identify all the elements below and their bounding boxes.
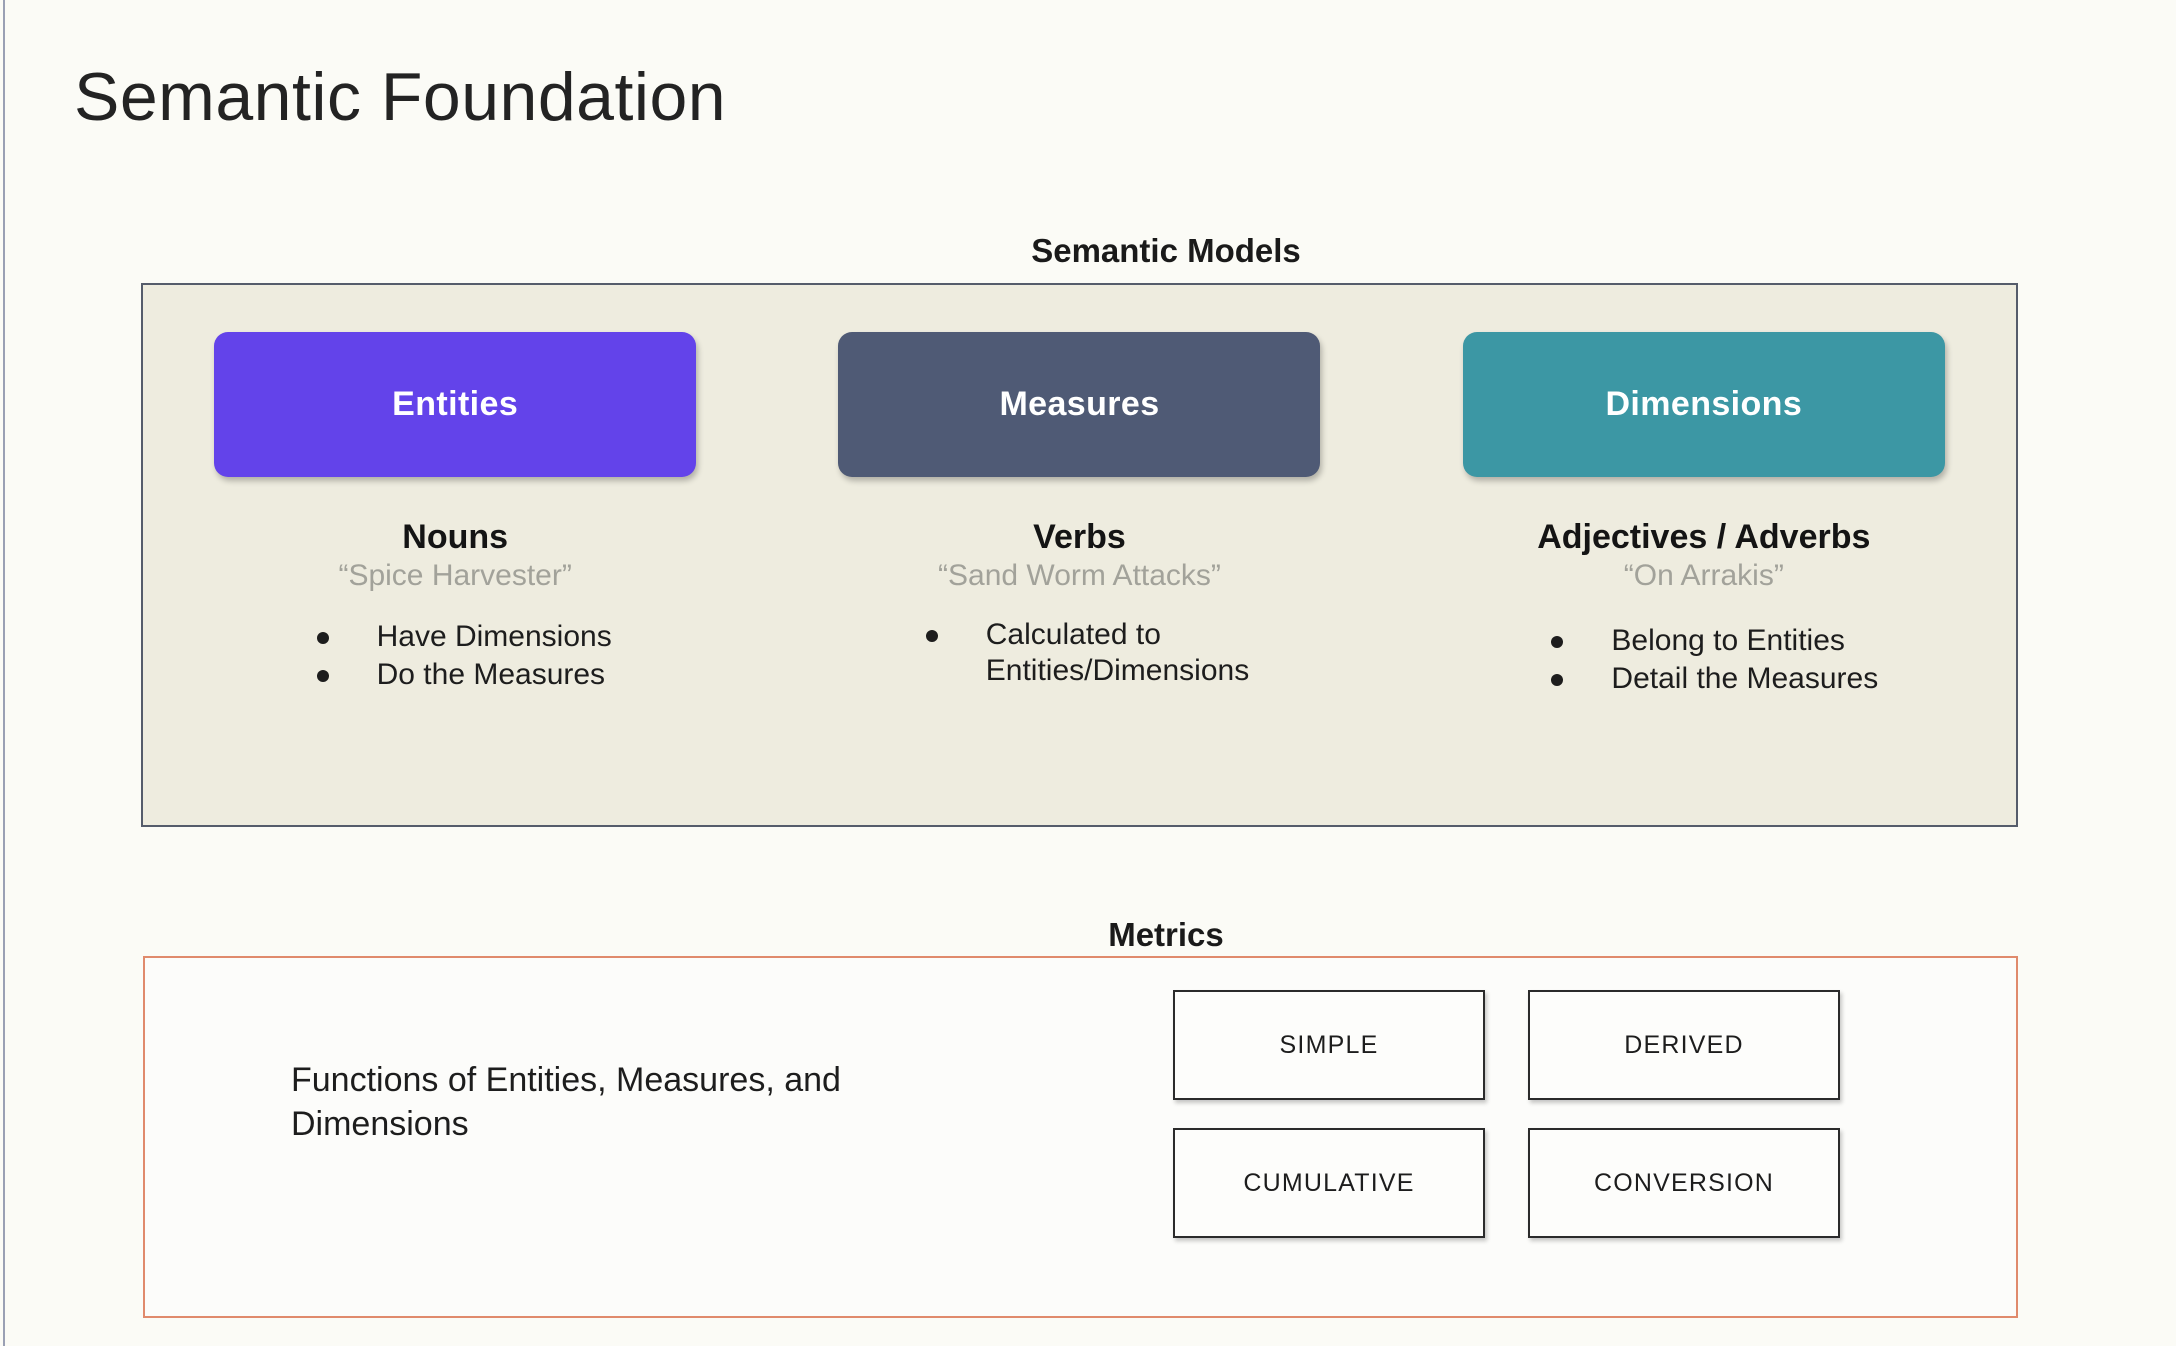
dimensions-bullet-list: Belong to Entities Detail the Measures [1539, 623, 1878, 699]
semantic-column-entities: Entities Nouns “Spice Harvester” Have Di… [143, 285, 767, 825]
dimensions-pill[interactable]: Dimensions [1462, 332, 1945, 477]
metric-type-derived[interactable]: DERIVED [1528, 990, 1840, 1100]
bullet-dot-icon [925, 630, 938, 643]
measures-pill-label: Measures [999, 385, 1160, 423]
dimensions-pill-label: Dimensions [1605, 385, 1803, 423]
metric-type-label: CUMULATIVE [1243, 1168, 1415, 1197]
metric-type-simple[interactable]: SIMPLE [1173, 990, 1485, 1100]
entities-bullet-list: Have Dimensions Do the Measures [305, 619, 612, 695]
entities-pill[interactable]: Entities [214, 332, 697, 477]
bullet-dot-icon [316, 670, 329, 683]
entities-part-of-speech: Nouns [402, 518, 509, 556]
list-item: Calculated to Entities/Dimensions [914, 617, 1249, 689]
list-item-label: Have Dimensions [376, 620, 612, 654]
semantic-models-panel: Entities Nouns “Spice Harvester” Have Di… [141, 283, 2018, 827]
list-item-label: Do the Measures [376, 658, 606, 692]
bullet-dot-icon [1551, 674, 1564, 687]
metric-type-label: SIMPLE [1279, 1030, 1379, 1059]
metrics-panel: Functions of Entities, Measures, and Dim… [143, 956, 2018, 1318]
list-item: Belong to Entities [1539, 623, 1878, 659]
measures-example: “Sand Worm Attacks” [938, 558, 1221, 592]
semantic-column-measures: Measures Verbs “Sand Worm Attacks” Calcu… [767, 285, 1391, 825]
list-item: Detail the Measures [1539, 661, 1878, 697]
dimensions-part-of-speech: Adjectives / Adverbs [1537, 518, 1871, 556]
list-item: Do the Measures [305, 657, 612, 693]
measures-bullet-list: Calculated to Entities/Dimensions [914, 617, 1249, 691]
measures-pill[interactable]: Measures [838, 332, 1321, 477]
metric-type-label: DERIVED [1624, 1030, 1744, 1059]
left-edge-rule [3, 0, 5, 1346]
metric-type-grid: SIMPLE DERIVED CUMULATIVE CONVERSION [1173, 990, 1840, 1238]
bullet-dot-icon [1551, 636, 1564, 649]
entities-pill-label: Entities [392, 385, 519, 423]
measures-part-of-speech: Verbs [1033, 518, 1126, 556]
metric-type-cumulative[interactable]: CUMULATIVE [1173, 1128, 1485, 1238]
dimensions-example: “On Arrakis” [1623, 558, 1784, 592]
list-item-label: Detail the Measures [1611, 662, 1879, 696]
semantic-column-dimensions: Dimensions Adjectives / Adverbs “On Arra… [1392, 285, 2016, 825]
metrics-heading: Metrics [1108, 916, 1224, 953]
list-item: Have Dimensions [305, 619, 612, 655]
semantic-models-heading: Semantic Models [1031, 232, 1301, 269]
metrics-description: Functions of Entities, Measures, and Dim… [291, 1061, 841, 1144]
list-item-label: Belong to Entities [1611, 624, 1845, 658]
metric-type-label: CONVERSION [1593, 1168, 1775, 1197]
metric-type-conversion[interactable]: CONVERSION [1528, 1128, 1840, 1238]
bullet-dot-icon [316, 632, 329, 645]
page-title: Semantic Foundation [74, 59, 727, 135]
list-item-label: Calculated to Entities/Dimensions [985, 618, 1250, 688]
semantic-models-columns: Entities Nouns “Spice Harvester” Have Di… [143, 285, 2016, 825]
entities-example: “Spice Harvester” [338, 558, 572, 592]
